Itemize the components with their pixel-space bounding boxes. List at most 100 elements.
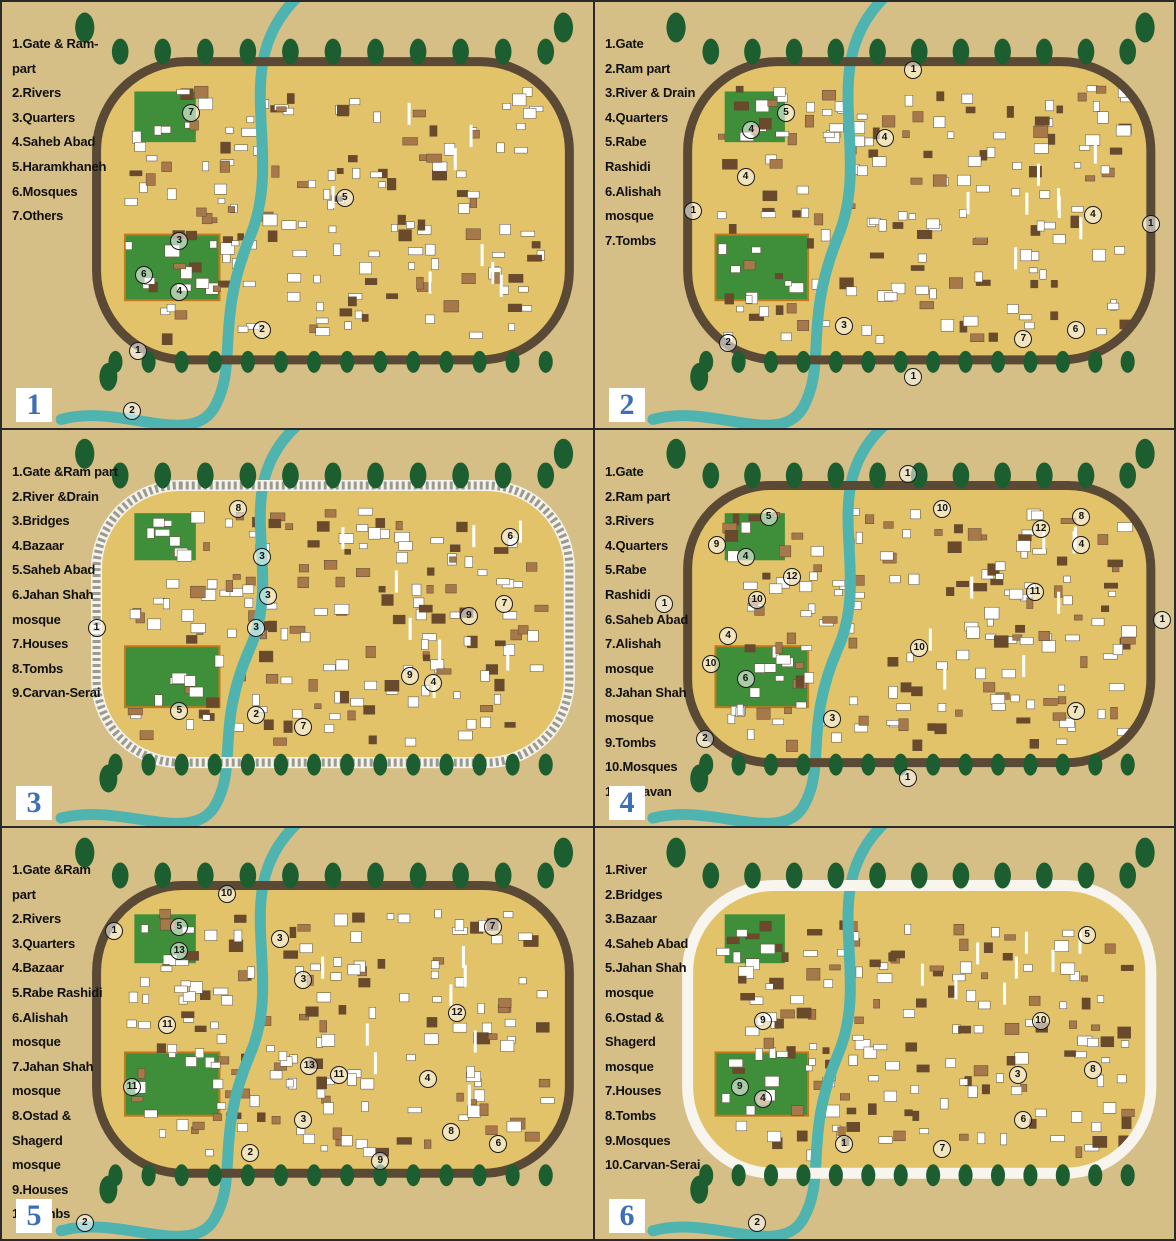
tree bbox=[340, 753, 355, 776]
map-marker: 5 bbox=[1078, 925, 1097, 944]
house bbox=[407, 1107, 422, 1114]
tree bbox=[273, 350, 288, 373]
house bbox=[424, 1033, 439, 1045]
house bbox=[431, 258, 439, 270]
house bbox=[893, 1130, 906, 1142]
legend-line: Shagerd bbox=[605, 1034, 656, 1050]
house bbox=[878, 219, 887, 232]
house bbox=[869, 959, 881, 968]
house bbox=[774, 273, 784, 280]
house bbox=[437, 172, 445, 180]
tree bbox=[141, 1164, 156, 1187]
map-marker: 5 bbox=[777, 103, 796, 122]
panel-number-6: 6 bbox=[609, 1199, 645, 1233]
house bbox=[242, 584, 255, 594]
tree bbox=[75, 12, 95, 43]
map-marker: 2 bbox=[123, 401, 142, 420]
house bbox=[285, 523, 294, 530]
house bbox=[973, 1065, 989, 1077]
house bbox=[167, 188, 177, 200]
house bbox=[769, 1047, 777, 1059]
tree bbox=[828, 753, 843, 776]
tree bbox=[406, 1164, 421, 1187]
house bbox=[189, 981, 203, 994]
legend-line: 1.Gate bbox=[605, 36, 644, 51]
house bbox=[743, 581, 758, 590]
house bbox=[327, 170, 336, 181]
map-marker: 11 bbox=[123, 1077, 142, 1096]
minaret bbox=[506, 648, 510, 671]
tree bbox=[1120, 753, 1135, 776]
house bbox=[339, 690, 349, 704]
house bbox=[880, 551, 894, 561]
tree bbox=[1077, 862, 1095, 889]
house bbox=[960, 961, 972, 974]
tree bbox=[1055, 753, 1070, 776]
minaret bbox=[438, 639, 442, 662]
house bbox=[480, 716, 492, 728]
house bbox=[780, 1009, 795, 1019]
house bbox=[910, 177, 923, 185]
tree bbox=[796, 1164, 811, 1187]
legend-line: 3.Bridges bbox=[12, 513, 70, 529]
house bbox=[906, 652, 914, 663]
panel-number-4: 4 bbox=[609, 786, 645, 820]
house bbox=[1016, 717, 1031, 724]
house bbox=[314, 703, 322, 710]
house bbox=[822, 616, 838, 624]
tree bbox=[869, 862, 886, 889]
house bbox=[904, 1109, 913, 1117]
house bbox=[445, 584, 457, 594]
tree bbox=[990, 1164, 1006, 1187]
house bbox=[323, 664, 336, 672]
house bbox=[469, 331, 483, 339]
house bbox=[493, 547, 509, 554]
house bbox=[443, 300, 459, 313]
map-marker: 6 bbox=[489, 1135, 508, 1154]
house bbox=[494, 694, 502, 705]
house bbox=[518, 286, 529, 293]
house bbox=[427, 567, 435, 576]
tree bbox=[958, 350, 973, 373]
house bbox=[491, 934, 503, 945]
tree bbox=[406, 753, 421, 776]
house bbox=[454, 919, 465, 932]
tree bbox=[75, 837, 95, 868]
house bbox=[501, 285, 509, 295]
tree bbox=[690, 1175, 709, 1204]
house bbox=[781, 952, 789, 962]
house bbox=[128, 991, 139, 1003]
house bbox=[774, 1018, 784, 1029]
house bbox=[1063, 575, 1071, 583]
house bbox=[834, 589, 843, 596]
house bbox=[926, 218, 940, 229]
house bbox=[209, 240, 218, 249]
house bbox=[168, 1051, 176, 1058]
house bbox=[765, 983, 774, 990]
tree bbox=[1135, 438, 1155, 469]
house bbox=[329, 713, 341, 720]
legend-line: mosque bbox=[605, 709, 654, 725]
house bbox=[422, 633, 437, 641]
river bbox=[55, 828, 301, 1239]
house bbox=[225, 126, 234, 134]
house bbox=[526, 562, 538, 572]
house bbox=[1091, 1024, 1101, 1031]
house bbox=[1092, 248, 1106, 262]
house bbox=[767, 99, 779, 107]
house bbox=[237, 233, 244, 241]
house bbox=[1028, 166, 1042, 178]
house bbox=[754, 663, 767, 673]
house bbox=[1115, 124, 1132, 137]
house bbox=[1023, 964, 1033, 972]
tree bbox=[452, 38, 469, 65]
tree bbox=[666, 837, 686, 868]
house bbox=[352, 168, 361, 179]
house bbox=[1114, 246, 1126, 255]
house bbox=[431, 613, 446, 624]
house bbox=[396, 1137, 412, 1145]
house bbox=[946, 587, 955, 596]
house bbox=[368, 250, 380, 257]
